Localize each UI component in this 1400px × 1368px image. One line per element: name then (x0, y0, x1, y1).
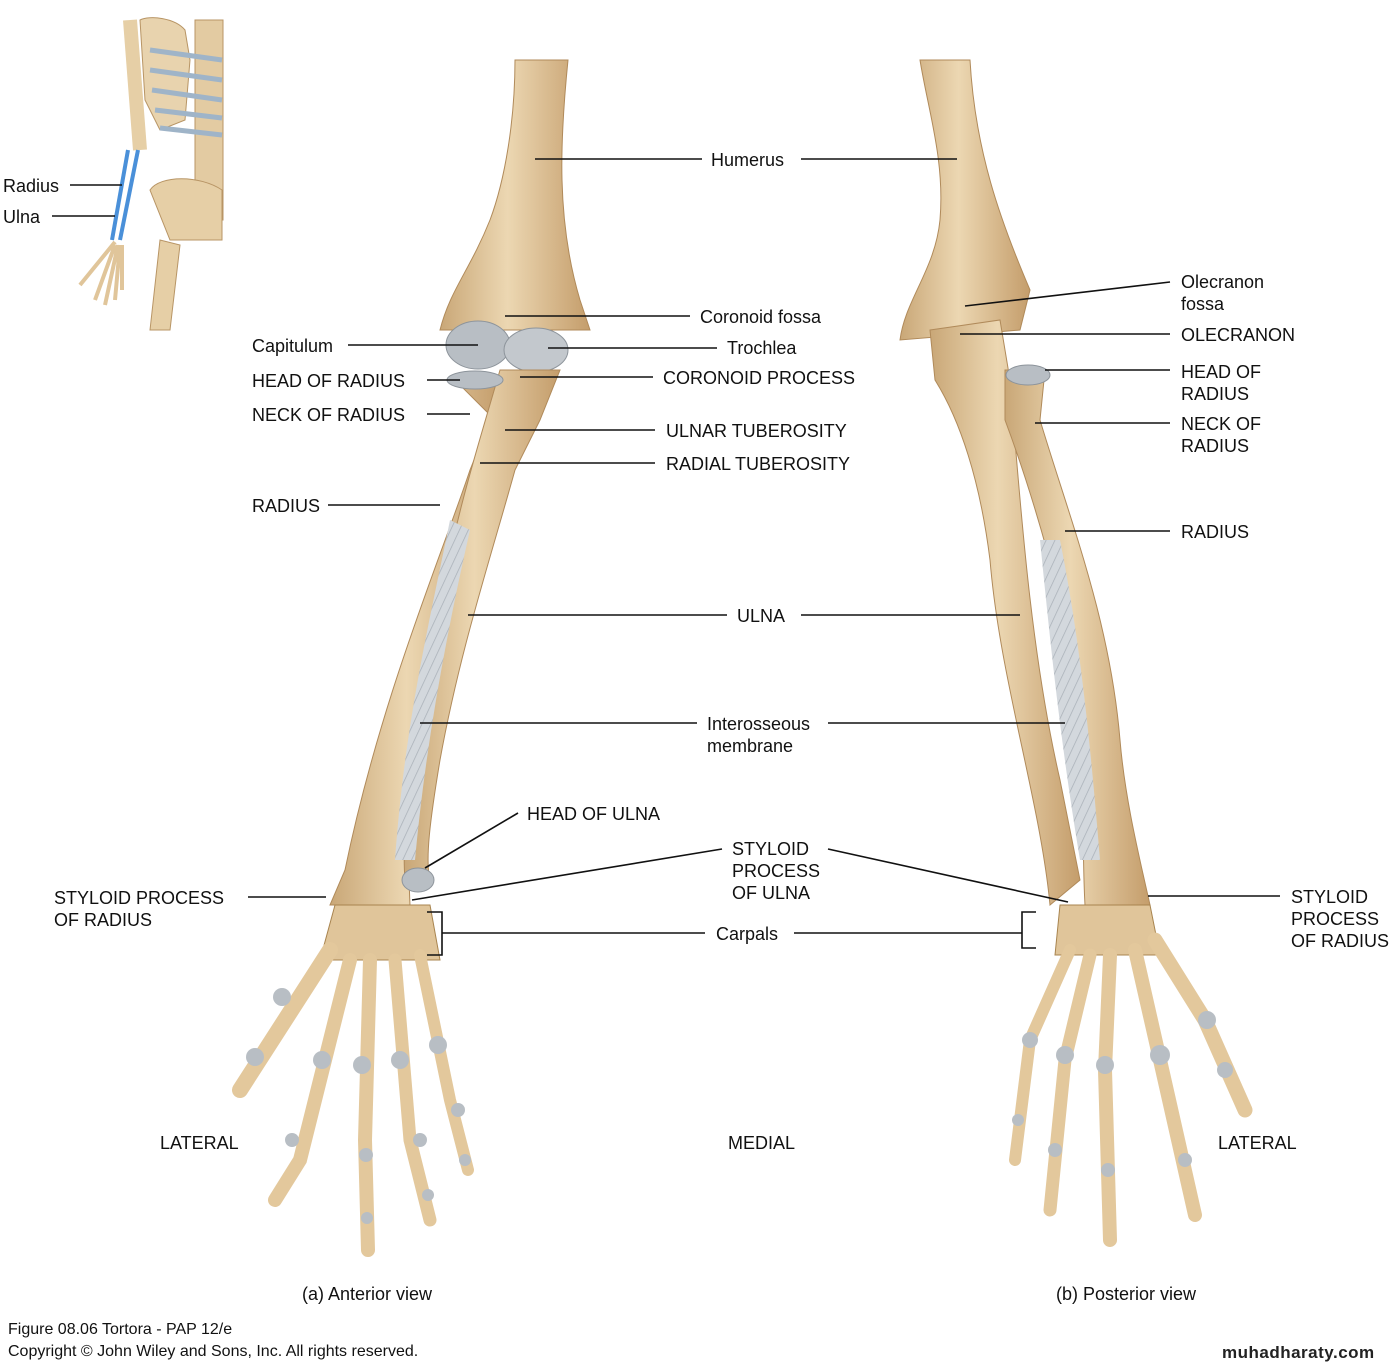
posterior-view-caption: (b) Posterior view (1056, 1284, 1197, 1304)
radius-anterior-label: RADIUS (252, 496, 321, 516)
coronoid-process-label: CORONOID PROCESS (663, 368, 856, 388)
styloid-process-ulna-label: STYLOID PROCESS OF ULNA (732, 839, 821, 903)
inset-ulna-label: Ulna (3, 207, 41, 227)
radial-tuberosity-label: RADIAL TUBEROSITY (666, 454, 851, 474)
leader-lines (52, 158, 1280, 956)
lateral-anterior-label: LATERAL (160, 1133, 239, 1153)
coronoid-fossa-label: Coronoid fossa (700, 307, 822, 327)
inset-radius-label: Radius (3, 176, 60, 196)
capitulum-label: Capitulum (252, 336, 334, 356)
figure-credit: Figure 08.06 Tortora - PAP 12/e (8, 1321, 233, 1338)
ulnar-tuberosity-label: ULNAR TUBEROSITY (666, 421, 847, 441)
head-of-radius-anterior-label: HEAD OF RADIUS (252, 371, 406, 391)
neck-of-radius-posterior-label: NECK OF RADIUS (1181, 414, 1262, 456)
head-of-radius-posterior-label: HEAD OF RADIUS (1181, 362, 1262, 404)
watermark: muhadharaty.com (1222, 1343, 1375, 1362)
posterior-arm (899, 59, 1253, 1247)
anterior-view-caption: (a) Anterior view (302, 1284, 433, 1304)
anterior-arm (232, 59, 591, 1257)
olecranon-label: OLECRANON (1181, 325, 1296, 345)
carpals-label: Carpals (716, 924, 779, 944)
styloid-process-radius-anterior-label: STYLOID PROCESS OF RADIUS (54, 888, 225, 930)
styloid-process-radius-posterior-label: STYLOID PROCESS OF RADIUS (1291, 887, 1390, 951)
copyright-notice: Copyright © John Wiley and Sons, Inc. Al… (8, 1343, 419, 1360)
medial-label: MEDIAL (728, 1133, 796, 1153)
head-of-ulna-label: HEAD OF ULNA (527, 804, 661, 824)
humerus-label: Humerus (711, 150, 785, 170)
interosseous-membrane-label: Interosseous membrane (707, 714, 811, 756)
inset-skeleton (78, 8, 225, 333)
neck-of-radius-anterior-label: NECK OF RADIUS (252, 405, 406, 425)
radius-posterior-label: RADIUS (1181, 522, 1250, 542)
olecranon-fossa-label: Olecranon fossa (1181, 272, 1265, 314)
lateral-posterior-label: LATERAL (1218, 1133, 1297, 1153)
trochlea-label: Trochlea (727, 338, 797, 358)
ulna-label: ULNA (737, 606, 786, 626)
